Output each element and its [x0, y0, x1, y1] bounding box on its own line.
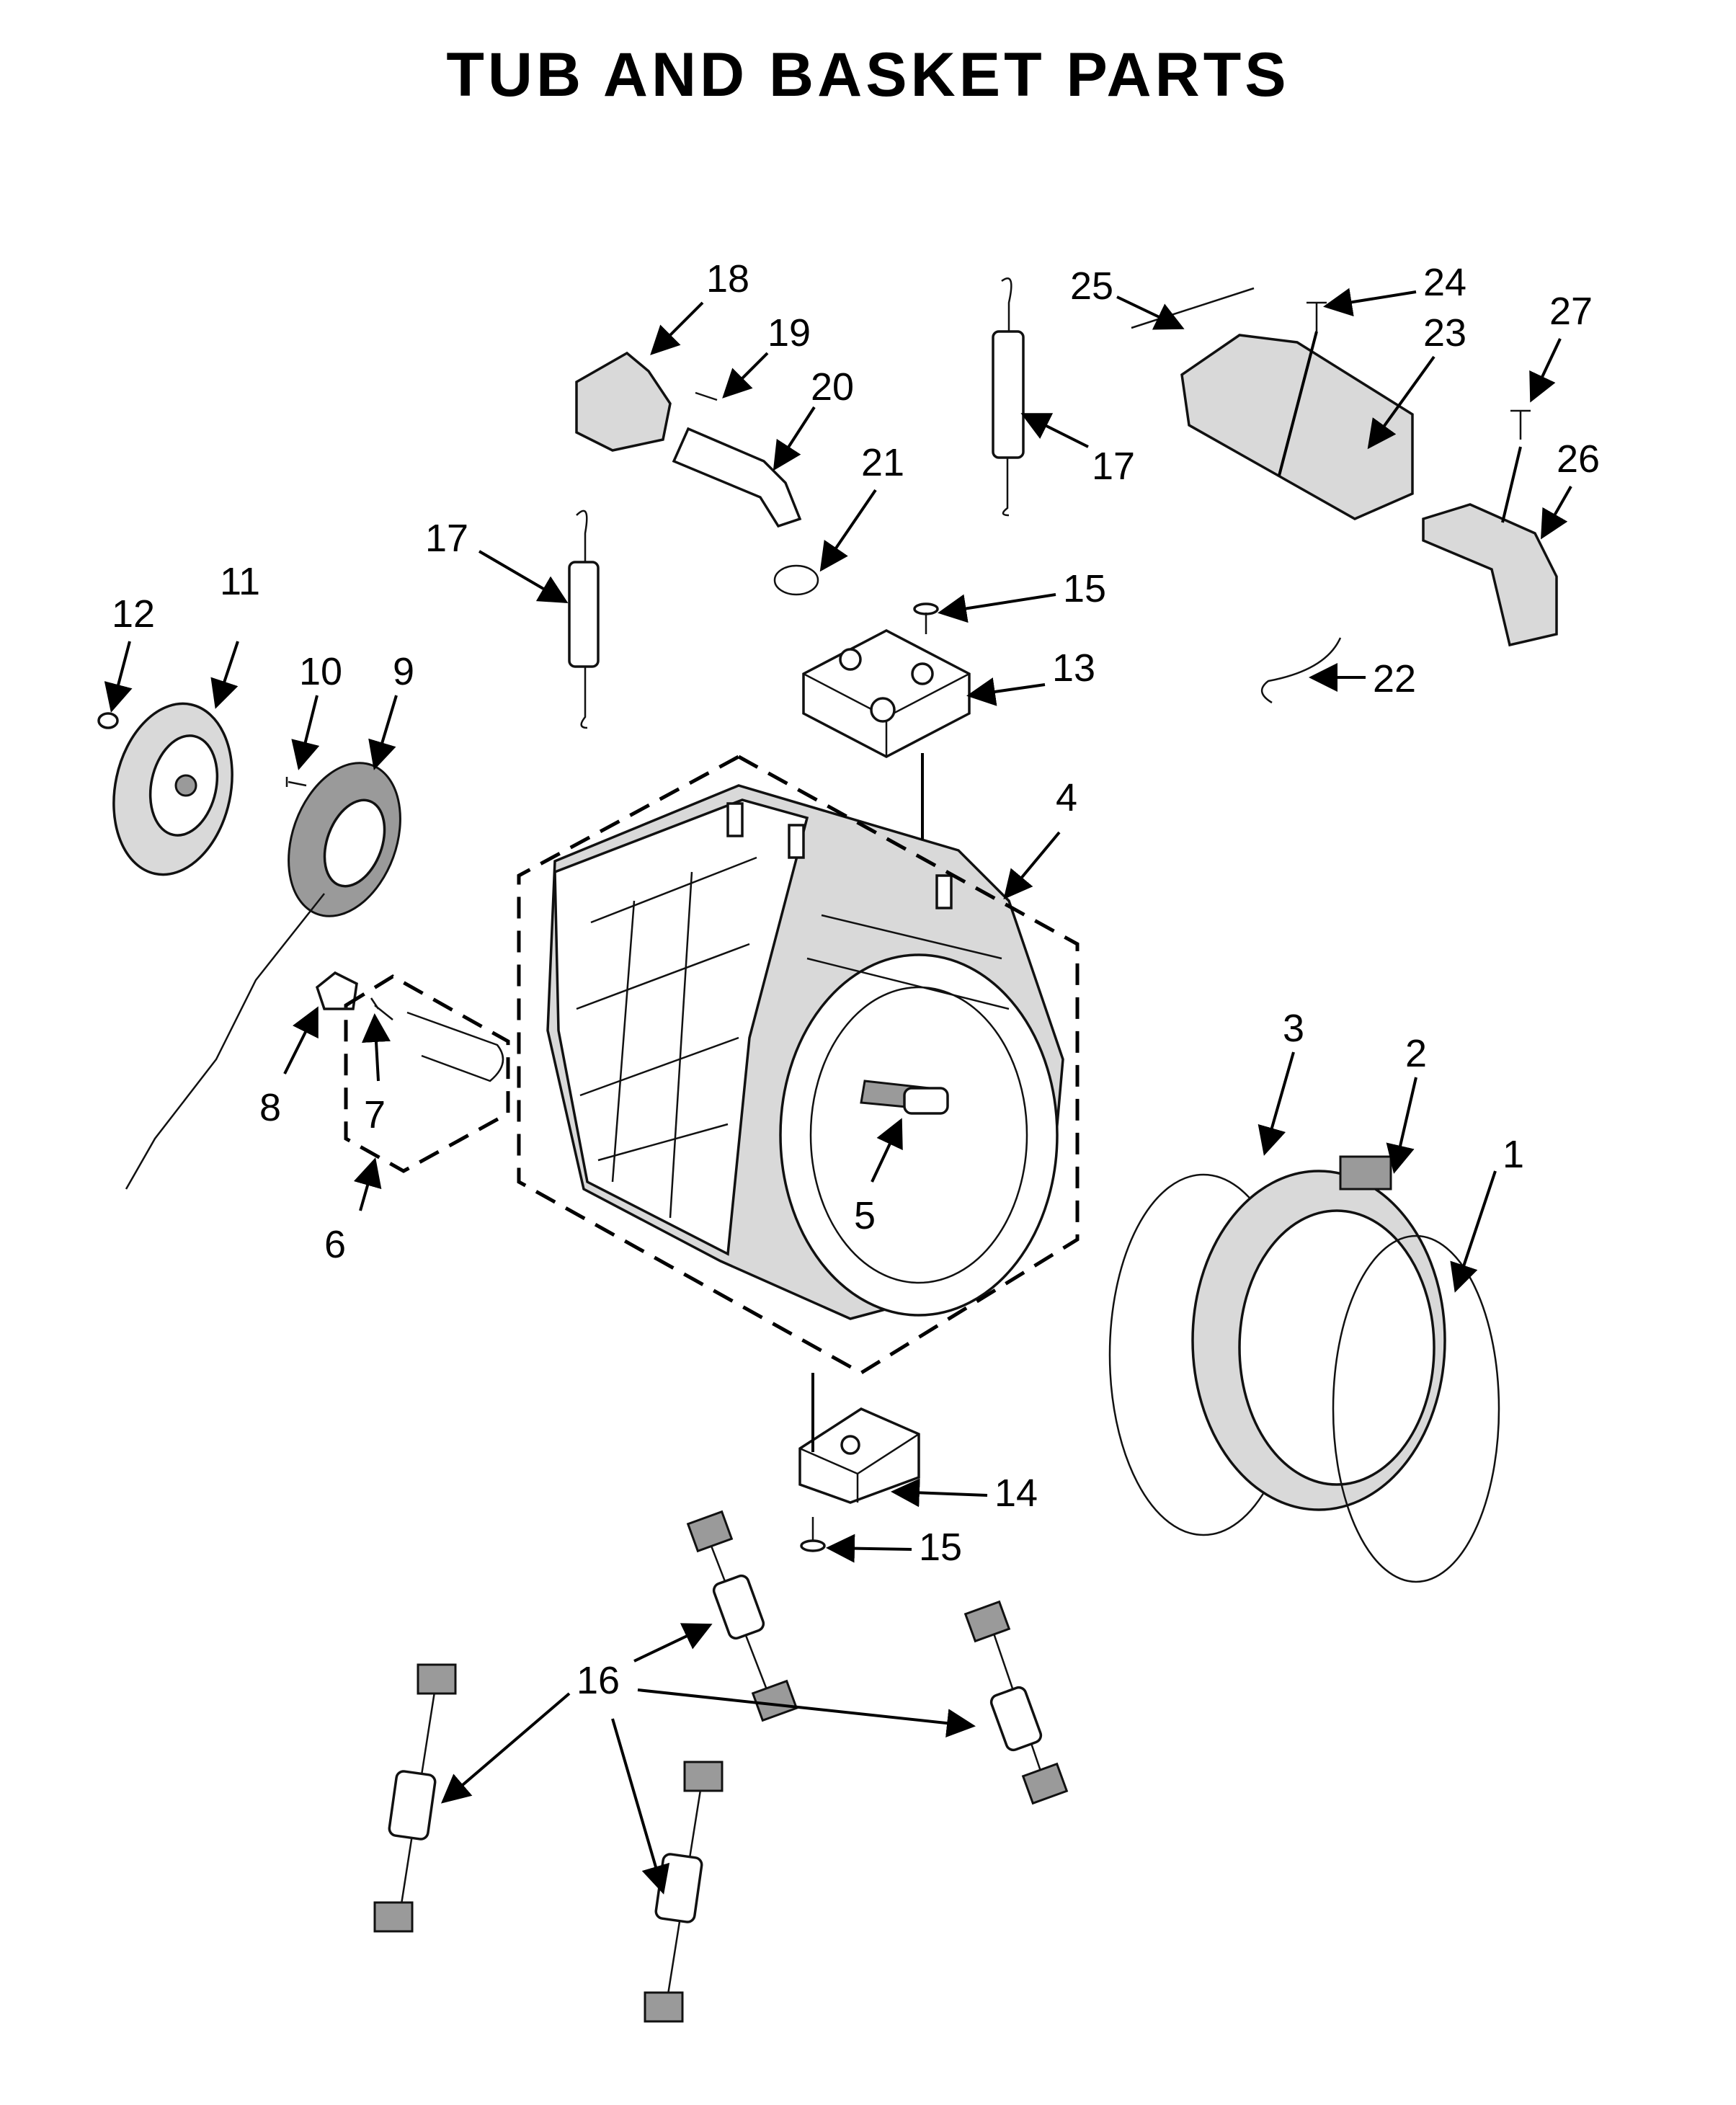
callout-5: 5 [854, 1194, 876, 1237]
callout-10: 10 [299, 650, 342, 693]
thermistor-bracket [315, 971, 358, 1010]
leader-17-right [1020, 413, 1089, 448]
counterweight-bottom [798, 1407, 920, 1504]
leader-13 [966, 677, 1046, 706]
leader-5 [871, 1118, 903, 1183]
duct-screw-line [1278, 331, 1318, 476]
callout-22: 22 [1373, 657, 1416, 700]
bellows-screw [1510, 409, 1531, 440]
callout-2: 2 [1405, 1032, 1427, 1075]
heater-element [406, 1011, 504, 1082]
leader-14 [891, 1478, 988, 1508]
rotor [112, 702, 233, 876]
callout-7: 7 [364, 1093, 386, 1136]
callout-16: 16 [577, 1659, 620, 1702]
bolt-top [913, 602, 939, 634]
leader-16-a [633, 1623, 713, 1663]
leader-23 [1367, 355, 1435, 450]
damper-2 [963, 1600, 1069, 1805]
tub-front-2 [1191, 1155, 1446, 1511]
leader-24 [1323, 288, 1417, 317]
callout-11: 11 [220, 560, 260, 603]
leader-10 [291, 695, 320, 770]
tub-to-pump-hose [672, 427, 802, 528]
leader-11 [210, 641, 239, 709]
tub-assembly [546, 784, 1064, 1320]
callout-23: 23 [1423, 311, 1466, 355]
leader-1 [1450, 1170, 1497, 1293]
callout-17-left: 17 [425, 517, 468, 560]
leader-21 [819, 489, 877, 572]
callout-21: 21 [861, 441, 904, 484]
leader-15-bottom [826, 1534, 912, 1563]
callout-18: 18 [706, 257, 749, 301]
bellows-bracket [1422, 503, 1558, 647]
callout-3: 3 [1283, 1007, 1304, 1050]
leader-20 [773, 406, 816, 471]
leader-9 [368, 695, 398, 770]
leader-2 [1386, 1077, 1417, 1174]
page-title: TUB AND BASKET PARTS [446, 40, 1290, 110]
damper-3 [373, 1663, 457, 1933]
callout-4: 4 [1056, 776, 1077, 819]
spring-left [568, 509, 600, 729]
sump-housing [575, 351, 672, 452]
spring-right [992, 277, 1025, 517]
leader-16-b [637, 1688, 976, 1738]
counterweight-top [802, 629, 971, 758]
callout-26: 26 [1557, 437, 1600, 481]
callout-1: 1 [1503, 1133, 1524, 1176]
leader-27 [1529, 338, 1562, 403]
leader-7 [362, 1013, 391, 1082]
sensor-wire [1261, 637, 1342, 704]
leader-4 [1003, 831, 1061, 900]
callout-8: 8 [259, 1086, 281, 1129]
leader-15-top [938, 593, 1056, 623]
rotor-bolt [97, 712, 119, 729]
damper-1 [686, 1510, 798, 1722]
leader-18 [650, 301, 704, 355]
callout-27: 27 [1549, 290, 1593, 333]
callout-15-top: 15 [1063, 567, 1106, 610]
leader-17-left [478, 550, 569, 604]
callout-14: 14 [994, 1472, 1038, 1515]
callout-6: 6 [324, 1223, 346, 1266]
callout-13: 13 [1052, 646, 1095, 690]
leader-19 [722, 352, 769, 399]
sump-screw [695, 391, 718, 401]
callout-9: 9 [393, 650, 414, 693]
leader-12 [104, 641, 133, 713]
basket-shaft [860, 1080, 949, 1115]
stator [288, 762, 401, 917]
damper-4 [644, 1761, 724, 2023]
leader-25 [1116, 295, 1185, 330]
bellows-screw-line [1501, 446, 1522, 523]
bolt-bottom [800, 1517, 826, 1552]
leader-3 [1258, 1051, 1295, 1156]
leader-16-c [440, 1692, 571, 1804]
callout-25: 25 [1070, 264, 1113, 308]
dispenser-duct [1180, 334, 1414, 520]
leader-8 [283, 1006, 319, 1074]
motor-wire-harness [125, 893, 325, 1190]
callout-19: 19 [767, 311, 811, 355]
leader-6 [353, 1157, 382, 1211]
hose-clamp [773, 564, 819, 596]
callout-24: 24 [1423, 261, 1466, 304]
heater-element-outline [344, 974, 510, 1173]
tub-assembly-outline [517, 755, 1080, 1375]
rod [1131, 287, 1255, 329]
leader-16-d [611, 1718, 670, 1895]
callout-12: 12 [112, 592, 155, 636]
callout-20: 20 [811, 365, 854, 409]
leader-26 [1541, 486, 1572, 540]
duct-screw [1307, 301, 1327, 331]
callout-17-right: 17 [1092, 445, 1135, 488]
seal-ring-1 [1332, 1234, 1500, 1583]
callout-15-bottom: 15 [919, 1526, 962, 1569]
stator-bolt [285, 777, 307, 787]
